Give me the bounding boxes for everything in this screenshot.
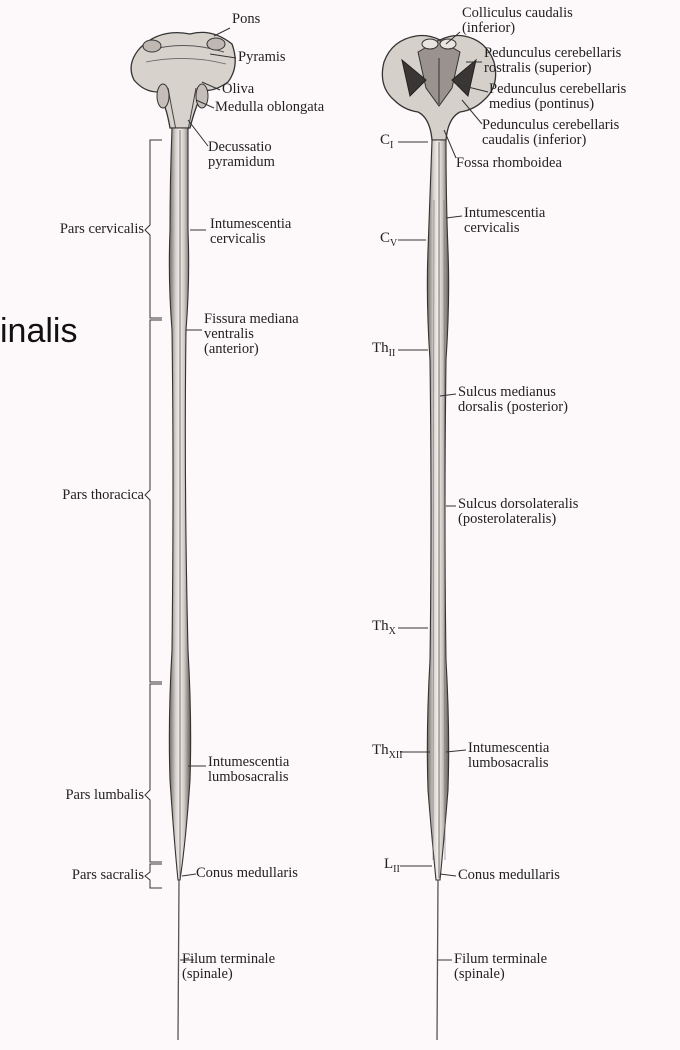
segment-c1: CI: [380, 132, 393, 151]
region-pars-sacralis: Pars sacralis: [72, 868, 144, 883]
label-fissura-mediana: Fissura mediana ventralis (anterior): [204, 312, 299, 357]
label-medulla-oblongata: Medulla oblongata: [215, 100, 324, 115]
region-pars-lumbalis: Pars lumbalis: [65, 788, 144, 803]
label-pyramis: Pyramis: [238, 50, 286, 65]
posterior-cord: [427, 140, 448, 1040]
label-intumescentia-cervicalis-posterior: Intumescentia cervicalis: [464, 206, 545, 236]
label-fossa-rhomboidea: Fossa rhomboidea: [456, 156, 562, 171]
segment-th12: ThXII: [372, 742, 403, 761]
region-pars-thoracica: Pars thoracica: [62, 488, 144, 503]
anterior-cord: [169, 128, 190, 1040]
label-pons: Pons: [232, 12, 260, 27]
label-sulcus-medianus: Sulcus medianus dorsalis (posterior): [458, 385, 568, 415]
segment-th10: ThX: [372, 618, 396, 637]
region-brackets: [145, 140, 162, 888]
label-filum-terminale: Filum terminale (spinale): [182, 952, 275, 982]
segment-l2: LII: [384, 856, 400, 875]
label-intumescentia-lumbosacralis: Intumescentia lumbosacralis: [208, 755, 289, 785]
label-intumescentia-lumbosacralis-posterior: Intumescentia lumbosacralis: [468, 741, 549, 771]
label-decussatio-pyramidum: Decussatio pyramidum: [208, 140, 275, 170]
segment-th2: ThII: [372, 340, 395, 359]
region-pars-cervicalis: Pars cervicalis: [60, 222, 144, 237]
label-filum-terminale-posterior: Filum terminale (spinale): [454, 952, 547, 982]
label-conus-medullaris: Conus medullaris: [196, 866, 298, 881]
label-pedunculus-rostralis: Pedunculus cerebellaris rostralis (super…: [484, 46, 621, 76]
label-oliva: Oliva: [222, 82, 254, 97]
label-pedunculus-caudalis: Pedunculus cerebellaris caudalis (inferi…: [482, 118, 619, 148]
label-intumescentia-cervicalis: Intumescentia cervicalis: [210, 217, 291, 247]
posterior-brainstem: [382, 36, 495, 141]
anterior-brainstem: [131, 32, 235, 130]
overlay-title-fragment: inalis: [0, 312, 77, 351]
label-conus-medullaris-posterior: Conus medullaris: [458, 868, 560, 883]
label-sulcus-dorsolateralis: Sulcus dorsolateralis (posterolateralis): [458, 497, 578, 527]
label-pedunculus-medius: Pedunculus cerebellaris medius (pontinus…: [489, 82, 626, 112]
label-colliculus-caudalis: Colliculus caudalis (inferior): [462, 6, 573, 36]
segment-c5: CV: [380, 230, 397, 249]
